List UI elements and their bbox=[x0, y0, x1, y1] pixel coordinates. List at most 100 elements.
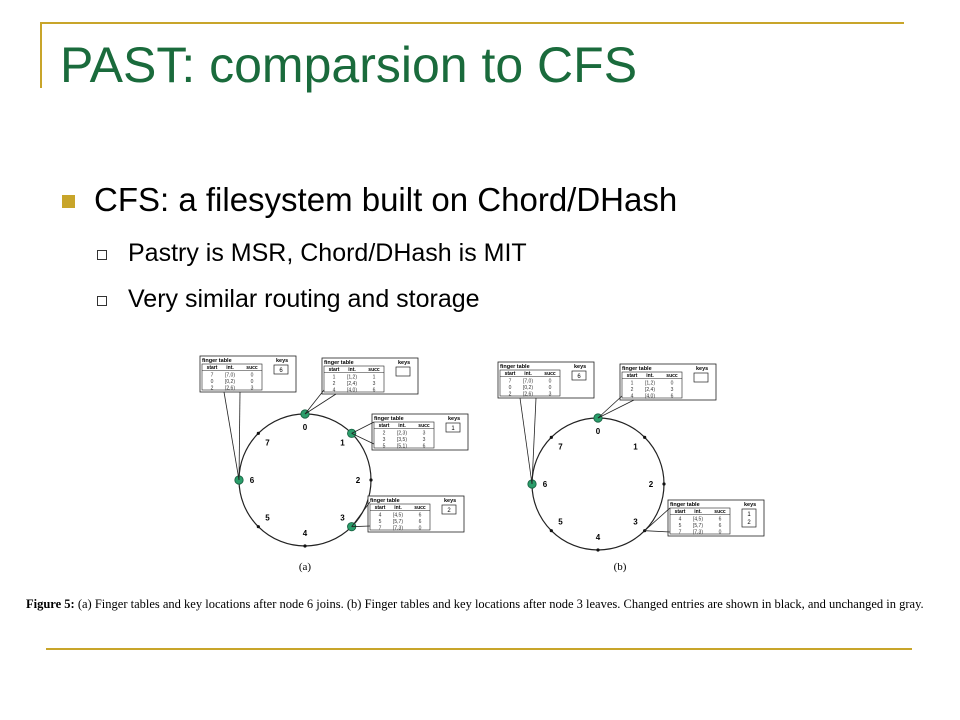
finger-table-cell: 7 bbox=[509, 379, 512, 385]
finger-table-col-header: succ bbox=[414, 505, 426, 511]
finger-table-cell: [2,6) bbox=[523, 392, 533, 398]
ring-position-dot bbox=[662, 482, 666, 486]
finger-table-cell: 4 bbox=[631, 394, 634, 400]
table-connector-line bbox=[223, 391, 240, 481]
finger-table-cell: [5,1) bbox=[397, 444, 407, 450]
keys-box bbox=[571, 370, 587, 381]
caption-text: (a) Finger tables and key locations afte… bbox=[77, 597, 924, 611]
finger-table-cell: 2 bbox=[631, 387, 634, 393]
keys-value: 1 bbox=[451, 426, 455, 432]
finger-table-cell: 1 bbox=[373, 375, 376, 381]
finger-table-cell: 0 bbox=[719, 530, 722, 536]
finger-table-col-header: succ bbox=[246, 365, 258, 371]
finger-table-cell: 7 bbox=[379, 526, 382, 532]
ring-position-dot bbox=[549, 435, 553, 439]
finger-table-col-header: succ bbox=[418, 423, 430, 429]
finger-table-cell: 7 bbox=[211, 373, 214, 379]
ring-position-dot bbox=[369, 478, 373, 482]
finger-table-cell: 6 bbox=[671, 394, 674, 400]
keys-value: 2 bbox=[447, 508, 451, 514]
finger-table-col-header: succ bbox=[666, 373, 678, 379]
finger-table-cell: [2,4) bbox=[645, 387, 655, 393]
table-connector-line bbox=[597, 399, 635, 419]
finger-table-col-header: int. bbox=[646, 373, 654, 379]
top-rule bbox=[40, 22, 904, 24]
keys-header: keys bbox=[276, 358, 288, 364]
ring-id-label: 6 bbox=[543, 480, 548, 489]
caption-label: Figure 5: bbox=[26, 597, 75, 611]
table-connector-line bbox=[304, 389, 325, 415]
finger-table-cell: 5 bbox=[379, 519, 382, 525]
finger-table-col-header: int. bbox=[226, 365, 234, 371]
finger-table-cell: 0 bbox=[251, 379, 254, 385]
finger-table-cell: 0 bbox=[211, 379, 214, 385]
ring-id-label: 6 bbox=[250, 476, 255, 485]
ring-position-dot bbox=[549, 529, 553, 533]
left-rule bbox=[40, 22, 42, 88]
finger-table-cell: 0 bbox=[251, 373, 254, 379]
finger-table-cell: [2,6) bbox=[225, 386, 235, 392]
finger-table-cell: [7,3) bbox=[393, 526, 403, 532]
finger-table-cell: [4,5) bbox=[693, 517, 703, 523]
ring-id-label: 3 bbox=[340, 513, 345, 522]
finger-table-cell: 5 bbox=[679, 523, 682, 529]
finger-table-col-header: start bbox=[207, 365, 218, 371]
ring-id-label: 7 bbox=[265, 439, 270, 448]
keys-header: keys bbox=[444, 498, 456, 504]
finger-table-cell: 3 bbox=[251, 386, 254, 392]
finger-table-col-header: int. bbox=[348, 367, 356, 373]
keys-value: 1 bbox=[747, 512, 751, 518]
table-connector-line bbox=[304, 393, 337, 415]
finger-table-cell: 2 bbox=[211, 386, 214, 392]
finger-table-col-header: start bbox=[627, 373, 638, 379]
keys-box bbox=[441, 504, 457, 515]
table-connector-line bbox=[351, 421, 375, 434]
finger-table-cell: [2,4) bbox=[347, 381, 357, 387]
finger-table-cell: 3 bbox=[549, 392, 552, 398]
keys-header: keys bbox=[574, 364, 586, 370]
ring-id-label: 2 bbox=[649, 480, 654, 489]
finger-table-cell: 0 bbox=[549, 379, 552, 385]
finger-table-col-header: int. bbox=[524, 371, 532, 377]
finger-table-cell: 4 bbox=[679, 517, 682, 523]
finger-table-cell: [7,0) bbox=[523, 379, 533, 385]
finger-table-cell: 6 bbox=[373, 388, 376, 394]
finger-table-title: finger table bbox=[202, 358, 232, 364]
finger-table-cell: 0 bbox=[509, 385, 512, 391]
ring-position-dot bbox=[596, 548, 600, 552]
finger-table-col-header: start bbox=[505, 371, 516, 377]
ring-position-dot bbox=[256, 431, 260, 435]
finger-table-col-header: succ bbox=[714, 509, 726, 515]
finger-table-cell: 0 bbox=[419, 526, 422, 532]
finger-table-cell: [5,7) bbox=[393, 519, 403, 525]
finger-table-grid bbox=[499, 369, 561, 397]
finger-table-cell: 2 bbox=[509, 392, 512, 398]
finger-table-col-header: succ bbox=[544, 371, 556, 377]
finger-table-grid bbox=[373, 421, 435, 449]
keys-value: 6 bbox=[279, 368, 283, 374]
finger-table-cell: 6 bbox=[719, 517, 722, 523]
finger-table-title: finger table bbox=[500, 364, 530, 370]
ring-id-label: 2 bbox=[356, 476, 361, 485]
bullet-square-icon bbox=[62, 195, 75, 208]
finger-table-cell: 5 bbox=[383, 444, 386, 450]
sub-bullet-routing: Very similar routing and storage bbox=[128, 285, 480, 313]
ring-id-label: 0 bbox=[596, 427, 601, 436]
finger-table-cell: 3 bbox=[423, 431, 426, 437]
finger-table-cell: [1,2) bbox=[645, 381, 655, 387]
keys-box bbox=[445, 422, 461, 433]
finger-table-grid bbox=[621, 371, 683, 399]
subfigure-label-b: (b) bbox=[614, 561, 627, 573]
keys-header: keys bbox=[398, 360, 410, 366]
subfigure-label-a: (a) bbox=[299, 561, 312, 573]
ring-id-label: 4 bbox=[596, 533, 601, 542]
finger-table-cell: [7,3) bbox=[693, 530, 703, 536]
finger-table-title: finger table bbox=[670, 502, 700, 508]
finger-table-cell: 4 bbox=[333, 388, 336, 394]
finger-table-cell: 3 bbox=[423, 437, 426, 443]
table-connector-line bbox=[238, 391, 241, 481]
finger-table-cell: 2 bbox=[383, 431, 386, 437]
finger-table-cell: 6 bbox=[423, 444, 426, 450]
table-connector-line bbox=[644, 530, 671, 533]
keys-value: 6 bbox=[577, 374, 581, 380]
